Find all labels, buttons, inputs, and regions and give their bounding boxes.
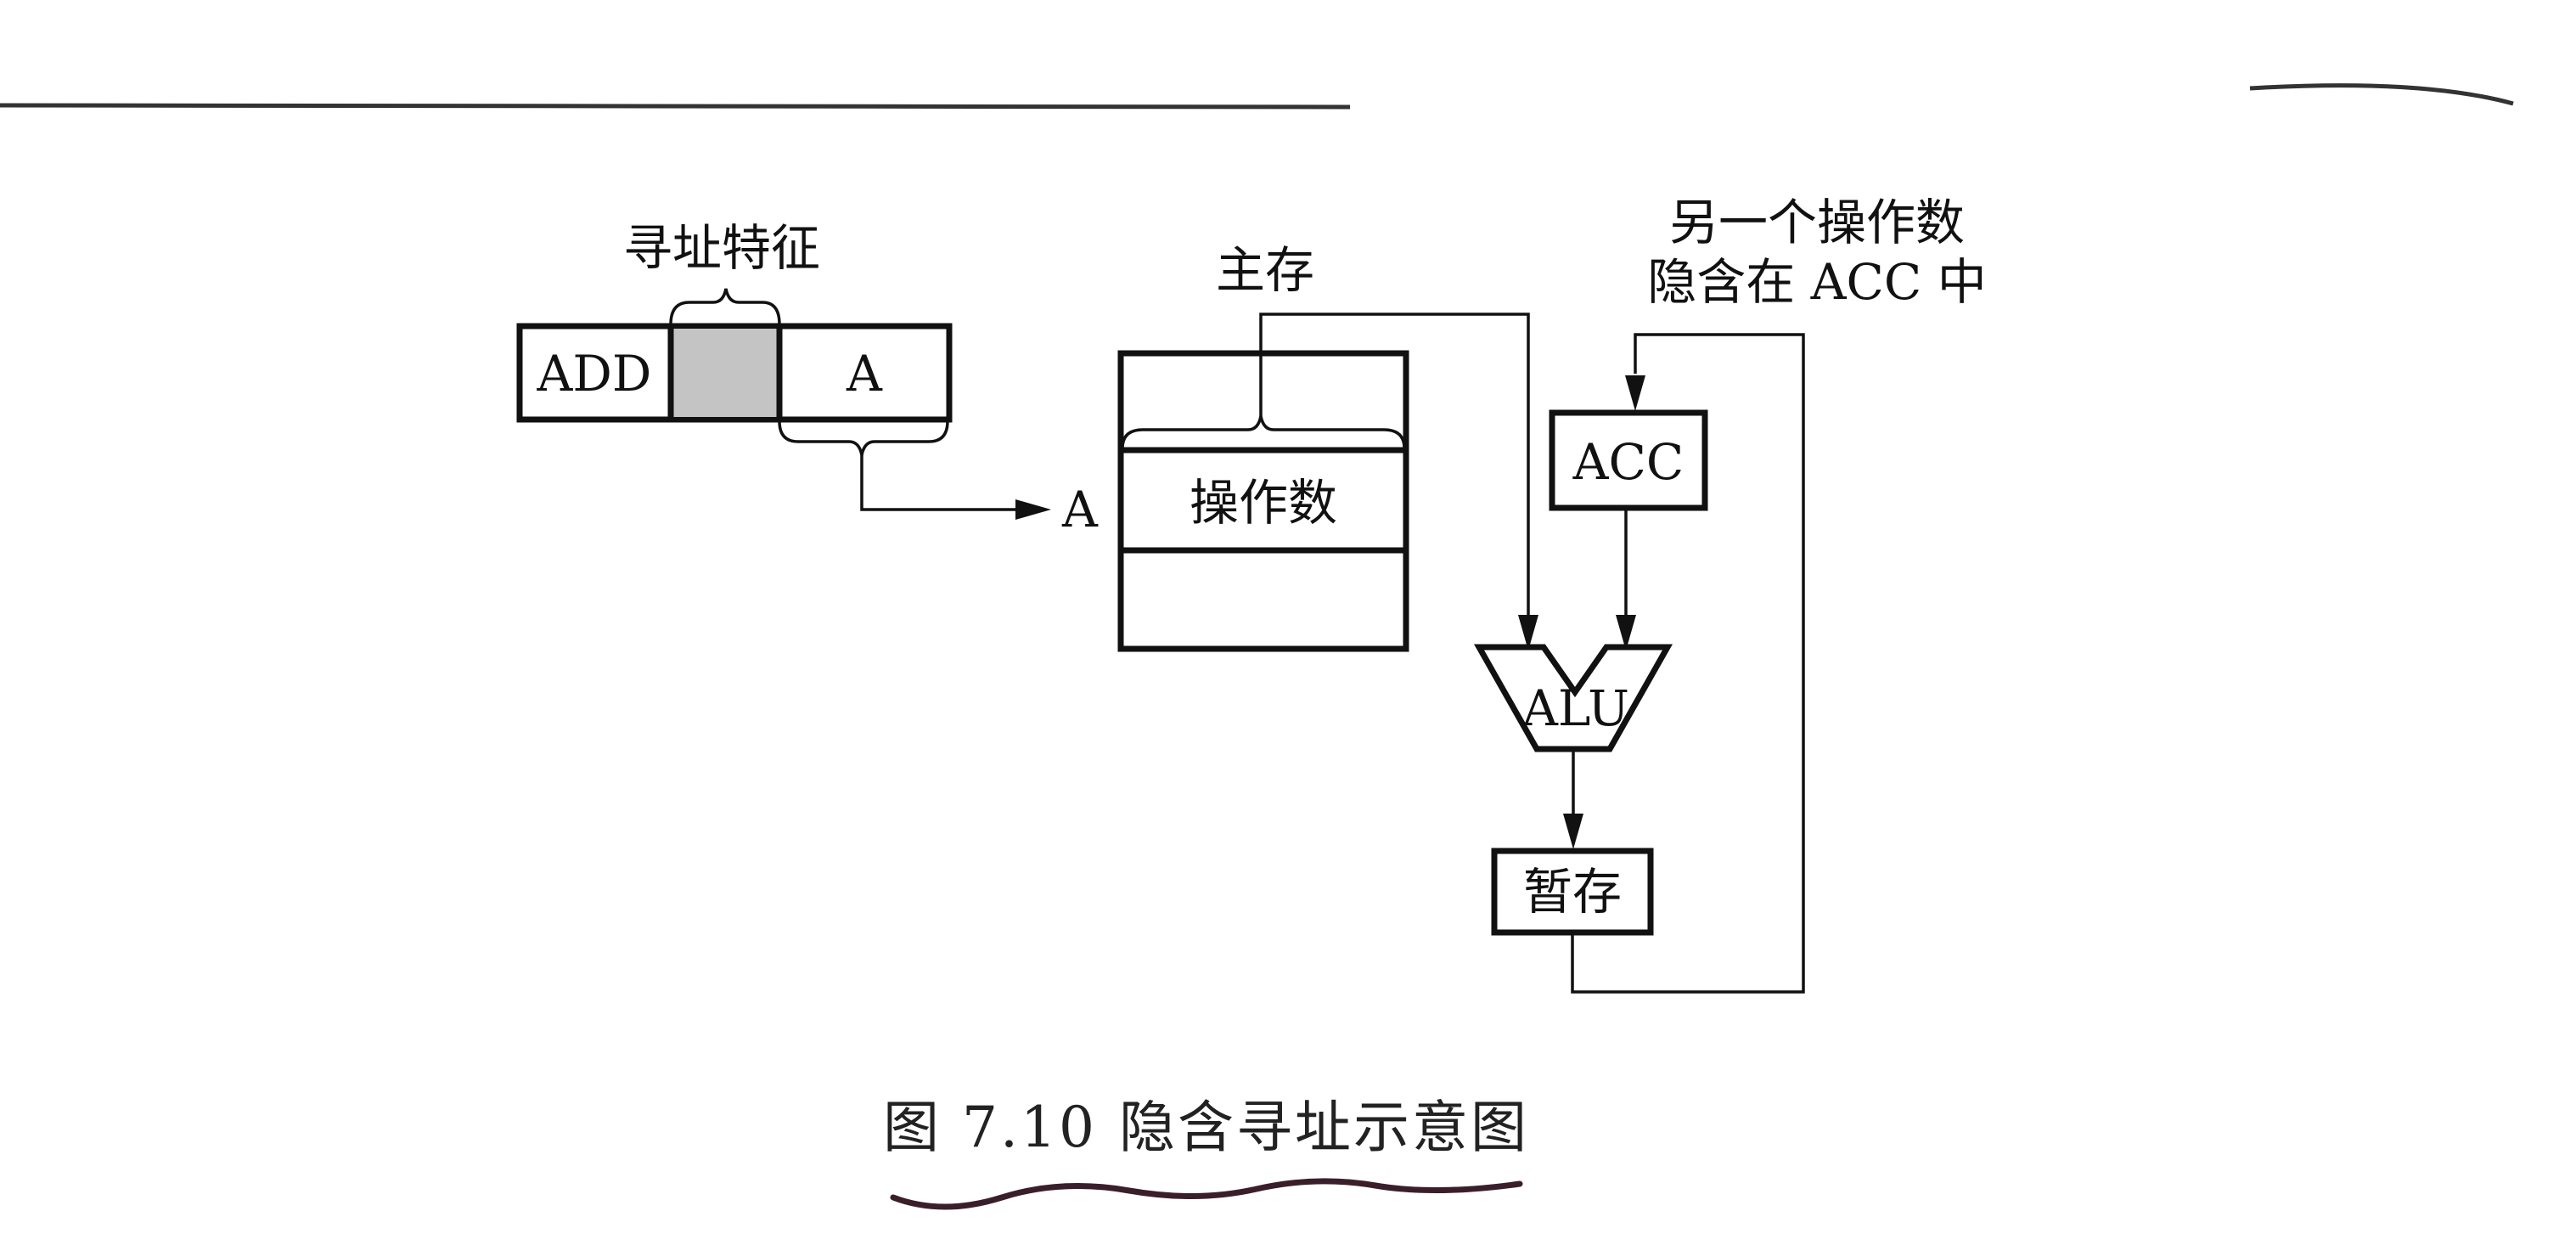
main-memory-label: 主存: [1216, 241, 1314, 299]
feedback-arrowhead: [1625, 375, 1645, 411]
operand-to-alu-arrowhead: [1518, 615, 1538, 651]
address-field: A: [846, 345, 883, 403]
page-top-rule-left: [0, 103, 1351, 110]
implied-operand-note-line1: 另一个操作数: [1669, 194, 1965, 251]
operand-cell: 操作数: [1190, 474, 1337, 532]
addressing-feature-label: 寻址特征: [623, 219, 820, 277]
opcode-field: ADD: [537, 345, 652, 403]
figure-title: 隐含寻址示意图: [1119, 1095, 1529, 1160]
alu-label: ALU: [1521, 679, 1629, 737]
addressing-feature-field: [671, 329, 779, 417]
page-top-rule-right: [2249, 83, 2514, 106]
main-memory-frame: [1117, 350, 1409, 652]
figure-number: 图 7.10: [883, 1095, 1097, 1160]
address-field-brace: [778, 420, 949, 456]
temp-register-label: 暂存: [1523, 863, 1622, 921]
instruction-format: 寻址特征 ADD A: [516, 219, 953, 456]
memory-address-label: A: [1061, 481, 1099, 538]
acc-register: [1549, 409, 1708, 511]
acc-label: ACC: [1572, 433, 1685, 491]
main-memory: 主存 操作数: [1117, 241, 1409, 652]
address-to-memory-arrow: [860, 455, 1019, 511]
handwritten-underline: [890, 1178, 1523, 1210]
address-arrowhead: [1015, 499, 1051, 520]
result-feedback-line: [1571, 333, 1805, 994]
operand-to-alu-line: [1259, 313, 1530, 620]
alu-to-temp-arrowhead: [1563, 814, 1583, 849]
temp-register: [1491, 848, 1654, 936]
implied-operand-note-line2: 隐含在 ACC 中: [1647, 253, 1987, 311]
addressing-feature-brace: [669, 288, 781, 325]
acc-to-alu-arrowhead: [1616, 615, 1636, 651]
alu-unit: [1473, 644, 1673, 752]
